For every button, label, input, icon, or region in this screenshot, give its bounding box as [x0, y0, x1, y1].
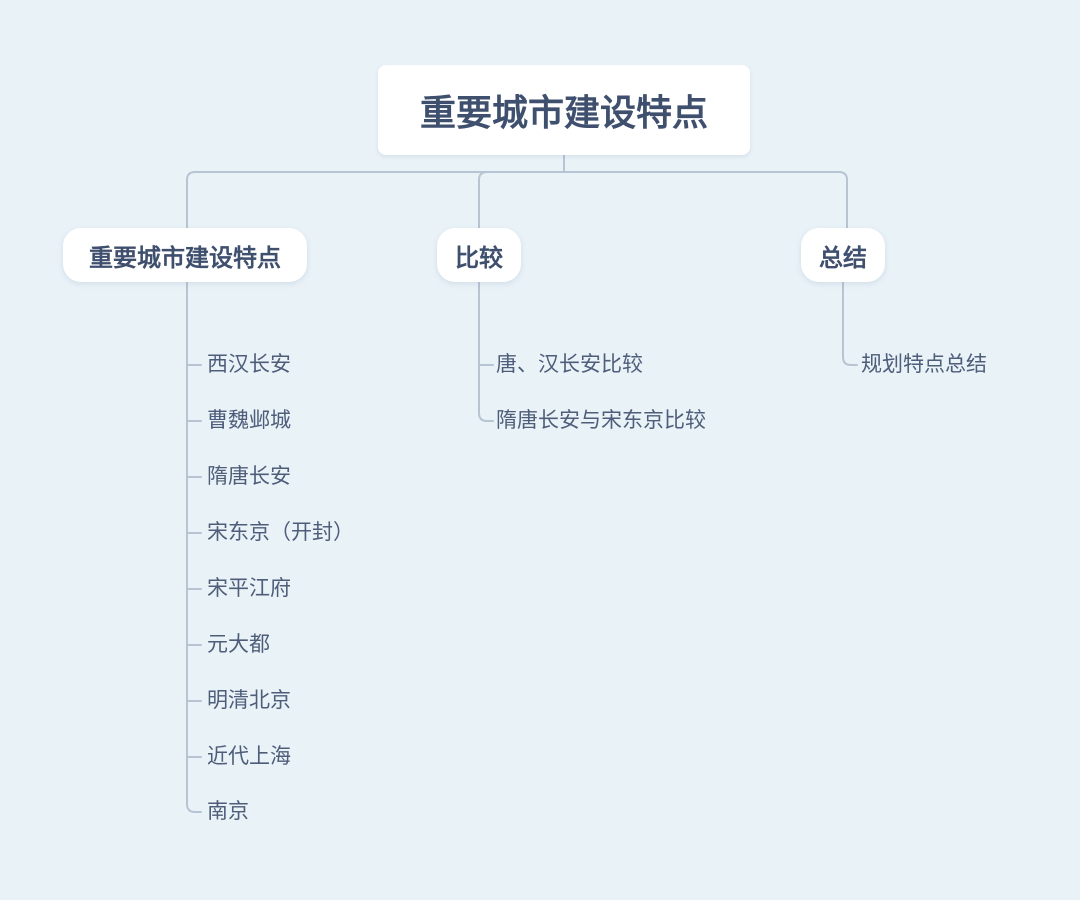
tree-item[interactable]: 隋唐长安: [207, 465, 291, 488]
connector-branch2-trunk: [478, 281, 494, 422]
tree-item[interactable]: 西汉长安: [207, 353, 291, 376]
branch-node-label: 总结: [819, 244, 867, 272]
connector-branch3-trunk: [842, 281, 858, 366]
root-node-label: 重要城市建设特点: [419, 92, 708, 133]
tree-item[interactable]: 隋唐长安与宋东京比较: [496, 409, 706, 432]
connector-root-branch2: [478, 171, 565, 229]
branch-node-summary[interactable]: 总结: [801, 228, 885, 282]
branch-node-features[interactable]: 重要城市建设特点: [63, 228, 307, 282]
root-node[interactable]: 重要城市建设特点: [378, 65, 750, 155]
tree-item[interactable]: 明清北京: [207, 689, 291, 712]
tree-item[interactable]: 规划特点总结: [861, 353, 987, 376]
branch-node-label: 重要城市建设特点: [89, 244, 281, 272]
branch-node-label: 比较: [455, 244, 503, 272]
tree-item[interactable]: 宋平江府: [207, 577, 291, 600]
tree-item[interactable]: 南京: [207, 800, 249, 823]
tree-item[interactable]: 元大都: [207, 633, 270, 656]
tree-item[interactable]: 近代上海: [207, 745, 291, 768]
tree-item[interactable]: 宋东京（开封）: [207, 521, 354, 544]
tree-item[interactable]: 曹魏邺城: [207, 409, 291, 432]
tree-item[interactable]: 唐、汉长安比较: [496, 353, 643, 376]
connector-branch1-trunk: [186, 281, 202, 813]
connector-root-branch3: [563, 171, 848, 229]
branch-node-comparison[interactable]: 比较: [437, 228, 521, 282]
connector-root-branch1: [186, 171, 565, 229]
